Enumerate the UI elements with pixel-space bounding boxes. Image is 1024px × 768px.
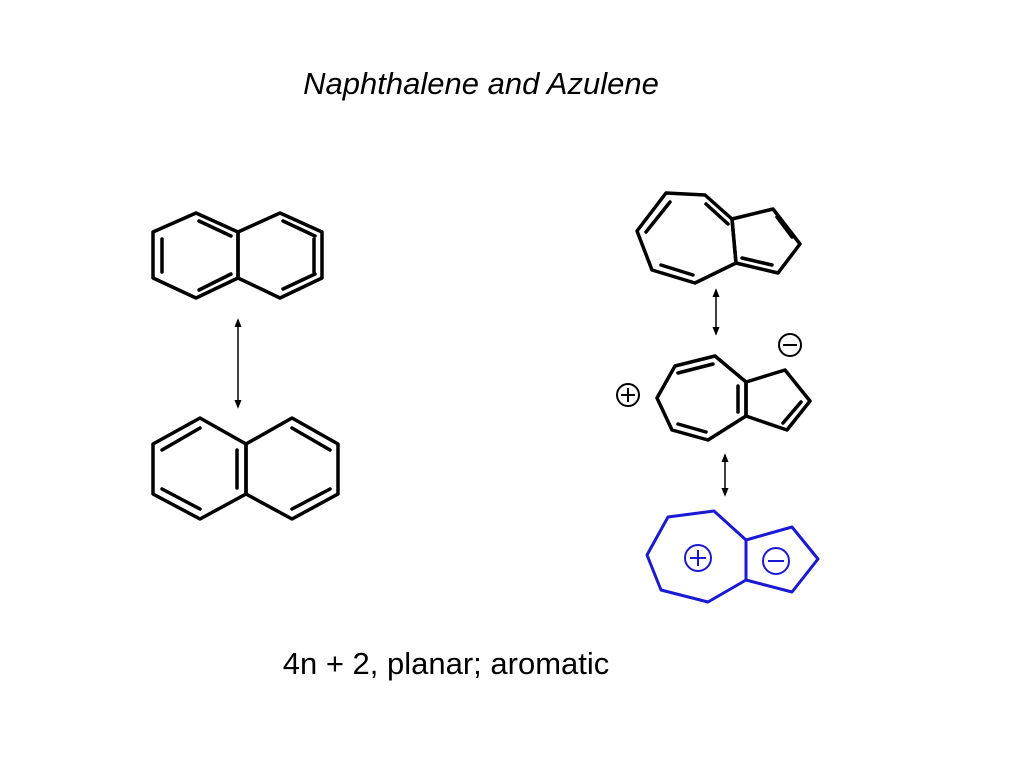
- naphthalene-kekule-2: [151, 416, 340, 521]
- azulene-zwitterion: [655, 354, 812, 442]
- plus-sign-icon: [684, 544, 712, 572]
- azulene-neutral: [635, 191, 802, 285]
- minus-sign-icon: [762, 547, 790, 575]
- plus-sign-icon: [616, 383, 640, 407]
- naphthalene-kekule-1: [151, 211, 324, 300]
- slide-title: Naphthalene and Azulene: [303, 66, 659, 101]
- slide-caption: 4n + 2, planar; aromatic: [282, 646, 610, 681]
- minus-sign-icon: [778, 333, 802, 357]
- azulene-aromatic-ions: [645, 509, 820, 604]
